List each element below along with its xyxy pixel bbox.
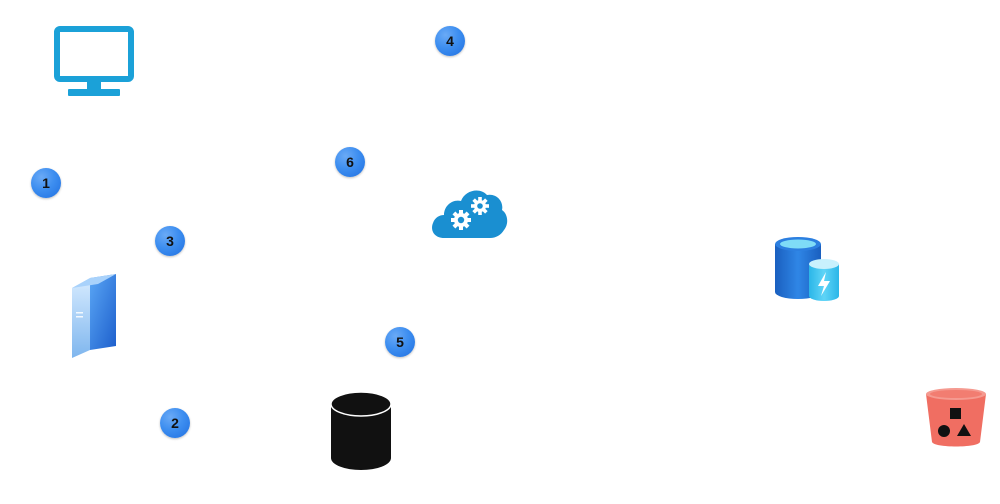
step-badge-5: 5 xyxy=(385,327,415,357)
step-badge-2: 2 xyxy=(160,408,190,438)
step-badge-3: 3 xyxy=(155,226,185,256)
monitor-icon xyxy=(54,26,134,98)
storage-bucket-icon xyxy=(924,386,988,450)
step-badge-4: 4 xyxy=(435,26,465,56)
step-label: 3 xyxy=(166,233,174,249)
step-label: 5 xyxy=(396,334,404,350)
cloud-gears-icon xyxy=(430,182,508,244)
step-label: 2 xyxy=(171,415,179,431)
step-badge-6: 6 xyxy=(335,147,365,177)
step-badge-1: 1 xyxy=(31,168,61,198)
step-label: 4 xyxy=(446,33,454,49)
step-label: 1 xyxy=(42,175,50,191)
server-icon xyxy=(70,274,120,360)
cache-database-icon xyxy=(774,236,842,302)
step-label: 6 xyxy=(346,154,354,170)
database-cylinder-icon xyxy=(330,390,392,472)
